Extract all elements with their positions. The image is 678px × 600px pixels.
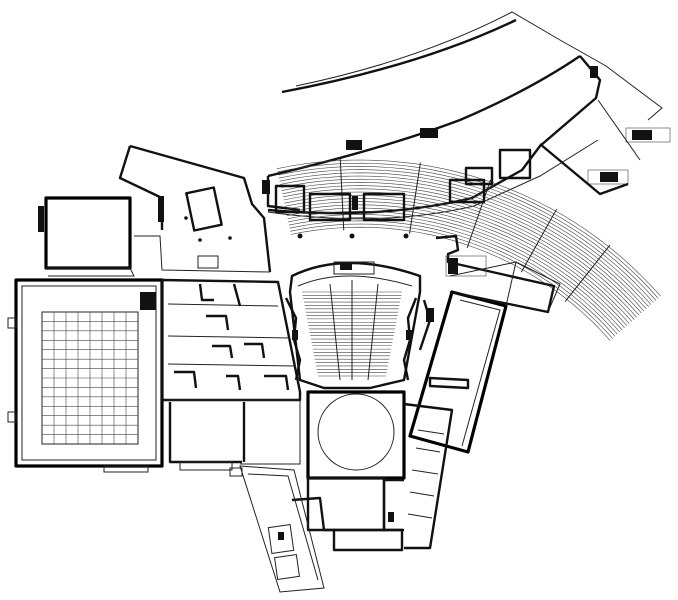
west-hall — [7, 278, 164, 473]
outer-seating-rows — [276, 158, 661, 341]
central-theatre — [284, 261, 422, 390]
southeast-rooms — [382, 402, 454, 550]
east-stairs — [445, 255, 487, 277]
southwest-annex — [239, 465, 325, 593]
foyer — [118, 144, 272, 273]
hall-seating-grid — [41, 311, 139, 445]
outer-stairs — [262, 66, 671, 210]
outer-stage-boxes — [274, 148, 532, 222]
northwest-block — [38, 196, 135, 277]
east-wing — [408, 234, 561, 454]
outer-auditorium — [262, 11, 671, 341]
central-west-rooms — [160, 278, 302, 477]
